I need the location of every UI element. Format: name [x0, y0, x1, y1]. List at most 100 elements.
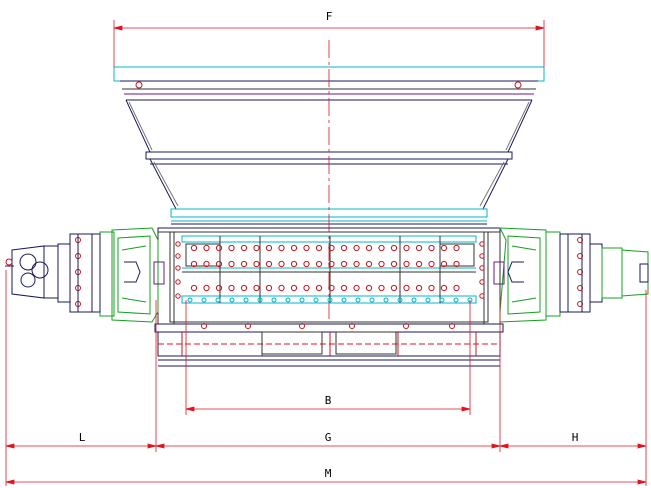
bolt	[253, 284, 260, 292]
bolt	[403, 244, 410, 252]
bolt	[378, 244, 385, 252]
lifting-lug-left	[135, 81, 143, 89]
bolt	[403, 260, 410, 268]
bolt	[479, 253, 485, 259]
bolt	[411, 297, 417, 303]
bolt	[175, 293, 181, 299]
right-drive-motor	[493, 227, 649, 323]
lifting-lug-right	[514, 81, 522, 89]
bolt	[215, 260, 223, 268]
bolt	[215, 284, 223, 292]
bolt	[479, 279, 485, 285]
bolt	[479, 241, 485, 247]
bolt	[201, 297, 207, 303]
bolt	[327, 297, 333, 303]
bolt	[299, 323, 305, 329]
bolt	[190, 260, 198, 268]
bolt	[439, 297, 445, 303]
dimension-label-f: F	[326, 10, 333, 23]
bolt	[265, 284, 273, 292]
bolt	[278, 284, 285, 292]
bolt	[313, 297, 319, 303]
bolt	[440, 244, 448, 252]
bolt	[403, 284, 410, 292]
bolt	[290, 260, 298, 268]
bolt	[340, 244, 348, 252]
bolt	[303, 260, 310, 268]
bolt	[265, 260, 273, 268]
bolt	[353, 260, 360, 268]
bolt	[315, 244, 323, 252]
bolt	[290, 244, 298, 252]
bolt	[175, 265, 181, 271]
bolt	[349, 323, 355, 329]
bolt	[453, 297, 459, 303]
bolt	[390, 260, 398, 268]
dimension-lines	[5, 20, 647, 486]
bolt	[190, 244, 198, 252]
dimension-label-m: M	[325, 467, 332, 480]
bolt	[415, 284, 423, 292]
bolt	[449, 323, 455, 329]
bolt	[328, 284, 335, 292]
bolt	[229, 297, 235, 303]
dimension-label-g: G	[325, 431, 332, 444]
bolt	[240, 260, 248, 268]
dimension-label-h: H	[572, 431, 579, 444]
bolt	[240, 284, 248, 292]
bolt	[271, 297, 277, 303]
bolt	[228, 284, 235, 292]
bolt	[303, 284, 310, 292]
bolt	[479, 293, 485, 299]
bolt	[265, 244, 273, 252]
bolt	[390, 284, 398, 292]
bolt	[278, 260, 285, 268]
bolt	[215, 297, 221, 303]
bolt	[403, 323, 409, 329]
bolt	[253, 260, 260, 268]
bolt	[425, 297, 431, 303]
bolt	[290, 284, 298, 292]
bolt	[328, 244, 335, 252]
cutting-chamber	[154, 227, 504, 367]
bolt	[228, 244, 235, 252]
label-bg-f	[318, 8, 340, 24]
bolt	[315, 260, 323, 268]
dimension-label-b: B	[325, 394, 332, 407]
bolt	[201, 323, 207, 329]
bolt	[203, 284, 210, 292]
bolt	[340, 260, 348, 268]
bolt	[453, 284, 460, 292]
bolt	[369, 297, 375, 303]
bolt	[175, 253, 181, 259]
bolt	[285, 297, 291, 303]
bolt	[340, 284, 348, 292]
bolt	[353, 284, 360, 292]
bolt	[355, 297, 361, 303]
bolt	[428, 260, 435, 268]
bolt	[479, 265, 485, 271]
bolt	[428, 284, 435, 292]
bolt	[341, 297, 347, 303]
bolt	[453, 244, 460, 252]
bolt	[397, 297, 403, 303]
bolt	[203, 260, 210, 268]
bolt	[203, 244, 210, 252]
bolt	[245, 323, 251, 329]
bolt	[365, 244, 373, 252]
bolt	[303, 244, 310, 252]
bolt	[175, 241, 181, 247]
bolt	[315, 284, 323, 292]
bolt	[428, 244, 435, 252]
bolt	[440, 260, 448, 268]
bolt	[378, 284, 385, 292]
bolt	[353, 244, 360, 252]
bolt	[440, 284, 448, 292]
bolt	[257, 297, 263, 303]
bolt	[215, 244, 223, 252]
bolt	[415, 260, 423, 268]
dimension-label-l: L	[79, 431, 86, 444]
bolt	[328, 260, 335, 268]
